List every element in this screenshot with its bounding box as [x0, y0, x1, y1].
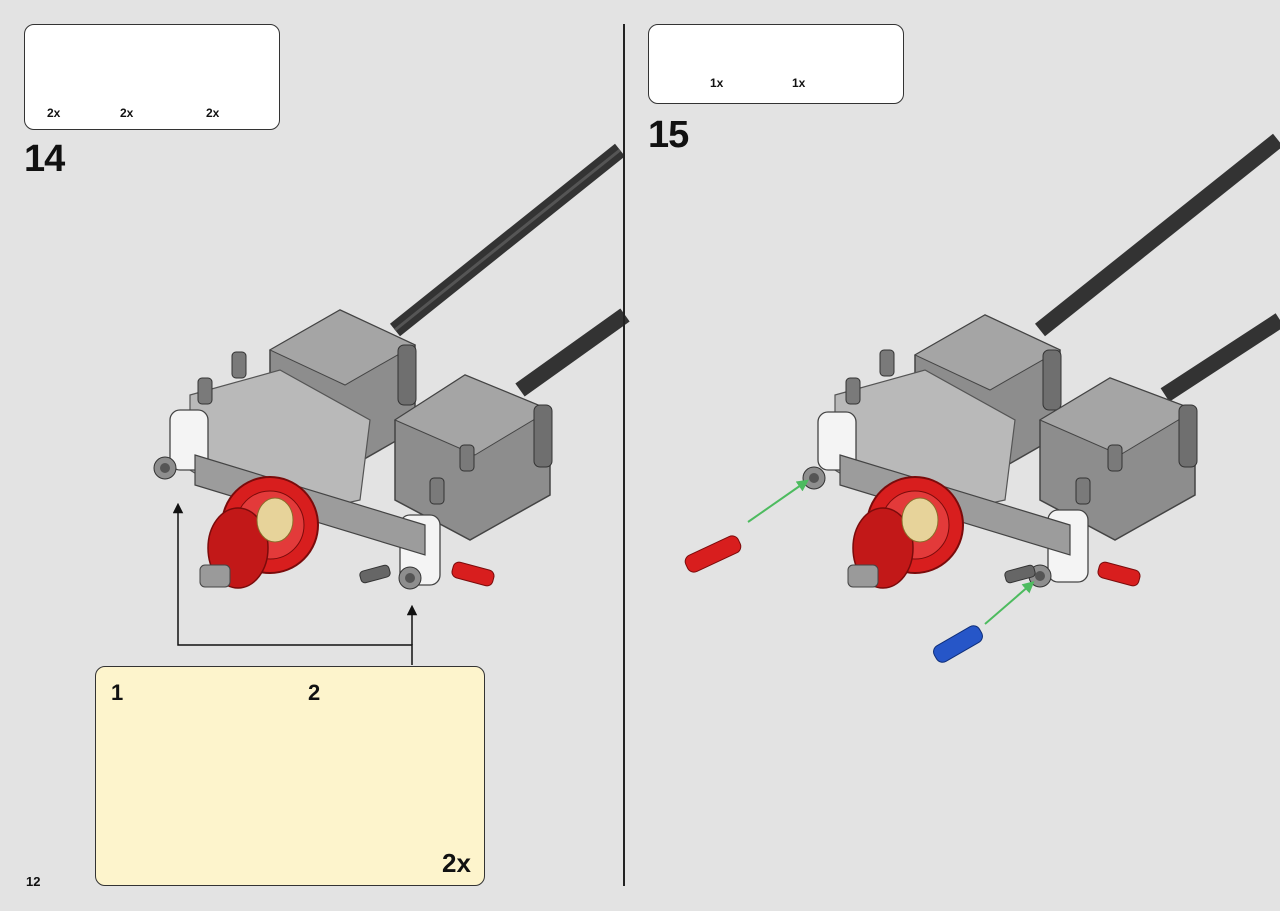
page-number: 12 [26, 874, 41, 889]
step15-model [802, 133, 1280, 589]
step14-model [153, 143, 630, 590]
step15-number: 15 [648, 114, 689, 156]
step14-part3-qty: 2x [206, 106, 220, 120]
step14-parts-box [24, 24, 280, 130]
subassembly-multiplier: 2x [442, 848, 471, 878]
step14-callout-arrows [172, 502, 418, 665]
subassembly-step1-number: 1 [111, 680, 124, 705]
page-divider [623, 24, 625, 886]
step15-blue-pin [933, 625, 983, 663]
subassembly-step2-number: 2 [308, 680, 321, 705]
step15-parts-box [648, 24, 904, 104]
step15-red-pin [684, 535, 742, 573]
step15-part2-qty: 1x [792, 76, 806, 90]
step14-part2-qty: 2x [120, 106, 134, 120]
subassembly-callout [95, 666, 485, 886]
step14-number: 14 [24, 138, 65, 180]
step15-part1-qty: 1x [710, 76, 724, 90]
step14-part1-qty: 2x [47, 106, 61, 120]
step15-green-arrows [747, 479, 1035, 625]
